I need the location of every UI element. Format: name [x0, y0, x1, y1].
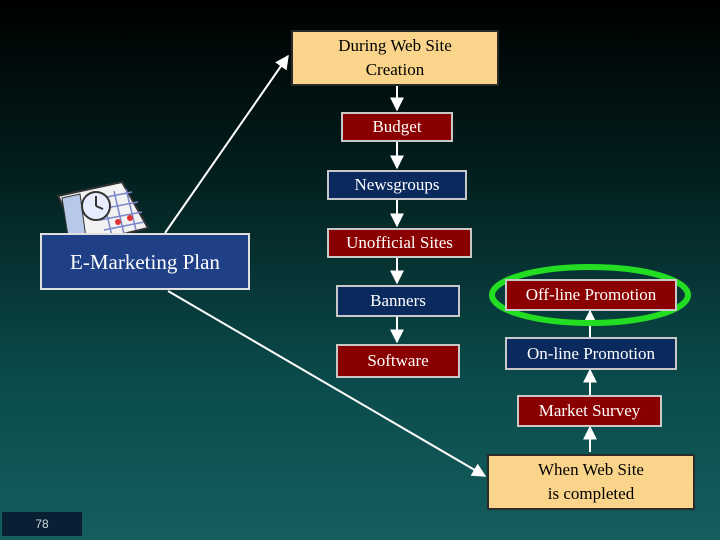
during-web-site-creation-label: During Web Site Creation	[338, 36, 452, 79]
on-line-promotion-label: On-line Promotion	[527, 343, 655, 363]
on-line-promotion-box: On-line Promotion	[505, 337, 677, 370]
when-web-site-completed-box: When Web Site is completed	[487, 454, 695, 510]
newsgroups-label: Newsgroups	[354, 175, 440, 194]
software-label: Software	[367, 351, 429, 370]
arrow-plan-to-completed	[167, 290, 487, 477]
e-marketing-plan-label: E-Marketing Plan	[70, 249, 220, 274]
during-web-site-creation-box: During Web Site Creation	[291, 30, 499, 86]
calendar-clock-icon	[56, 180, 150, 246]
banners-box: Banners	[336, 285, 460, 317]
arrow-plan-to-creation	[164, 54, 289, 234]
unofficial-sites-box: Unofficial Sites	[327, 228, 472, 258]
software-box: Software	[336, 344, 460, 378]
e-marketing-plan-box: E-Marketing Plan	[40, 233, 250, 290]
banners-label: Banners	[370, 291, 426, 310]
highlight-oval	[489, 264, 691, 326]
market-survey-box: Market Survey	[517, 395, 662, 427]
budget-box: Budget	[341, 112, 453, 142]
page-number: 78	[2, 512, 82, 536]
off-line-promotion-box: Off-line Promotion	[505, 279, 677, 311]
when-web-site-completed-label: When Web Site is completed	[538, 460, 644, 503]
page-number-label: 78	[35, 517, 49, 531]
unofficial-sites-label: Unofficial Sites	[346, 233, 453, 252]
newsgroups-box: Newsgroups	[327, 170, 467, 200]
off-line-promotion-label: Off-line Promotion	[525, 285, 657, 304]
market-survey-label: Market Survey	[538, 401, 641, 420]
budget-label: Budget	[372, 117, 422, 136]
